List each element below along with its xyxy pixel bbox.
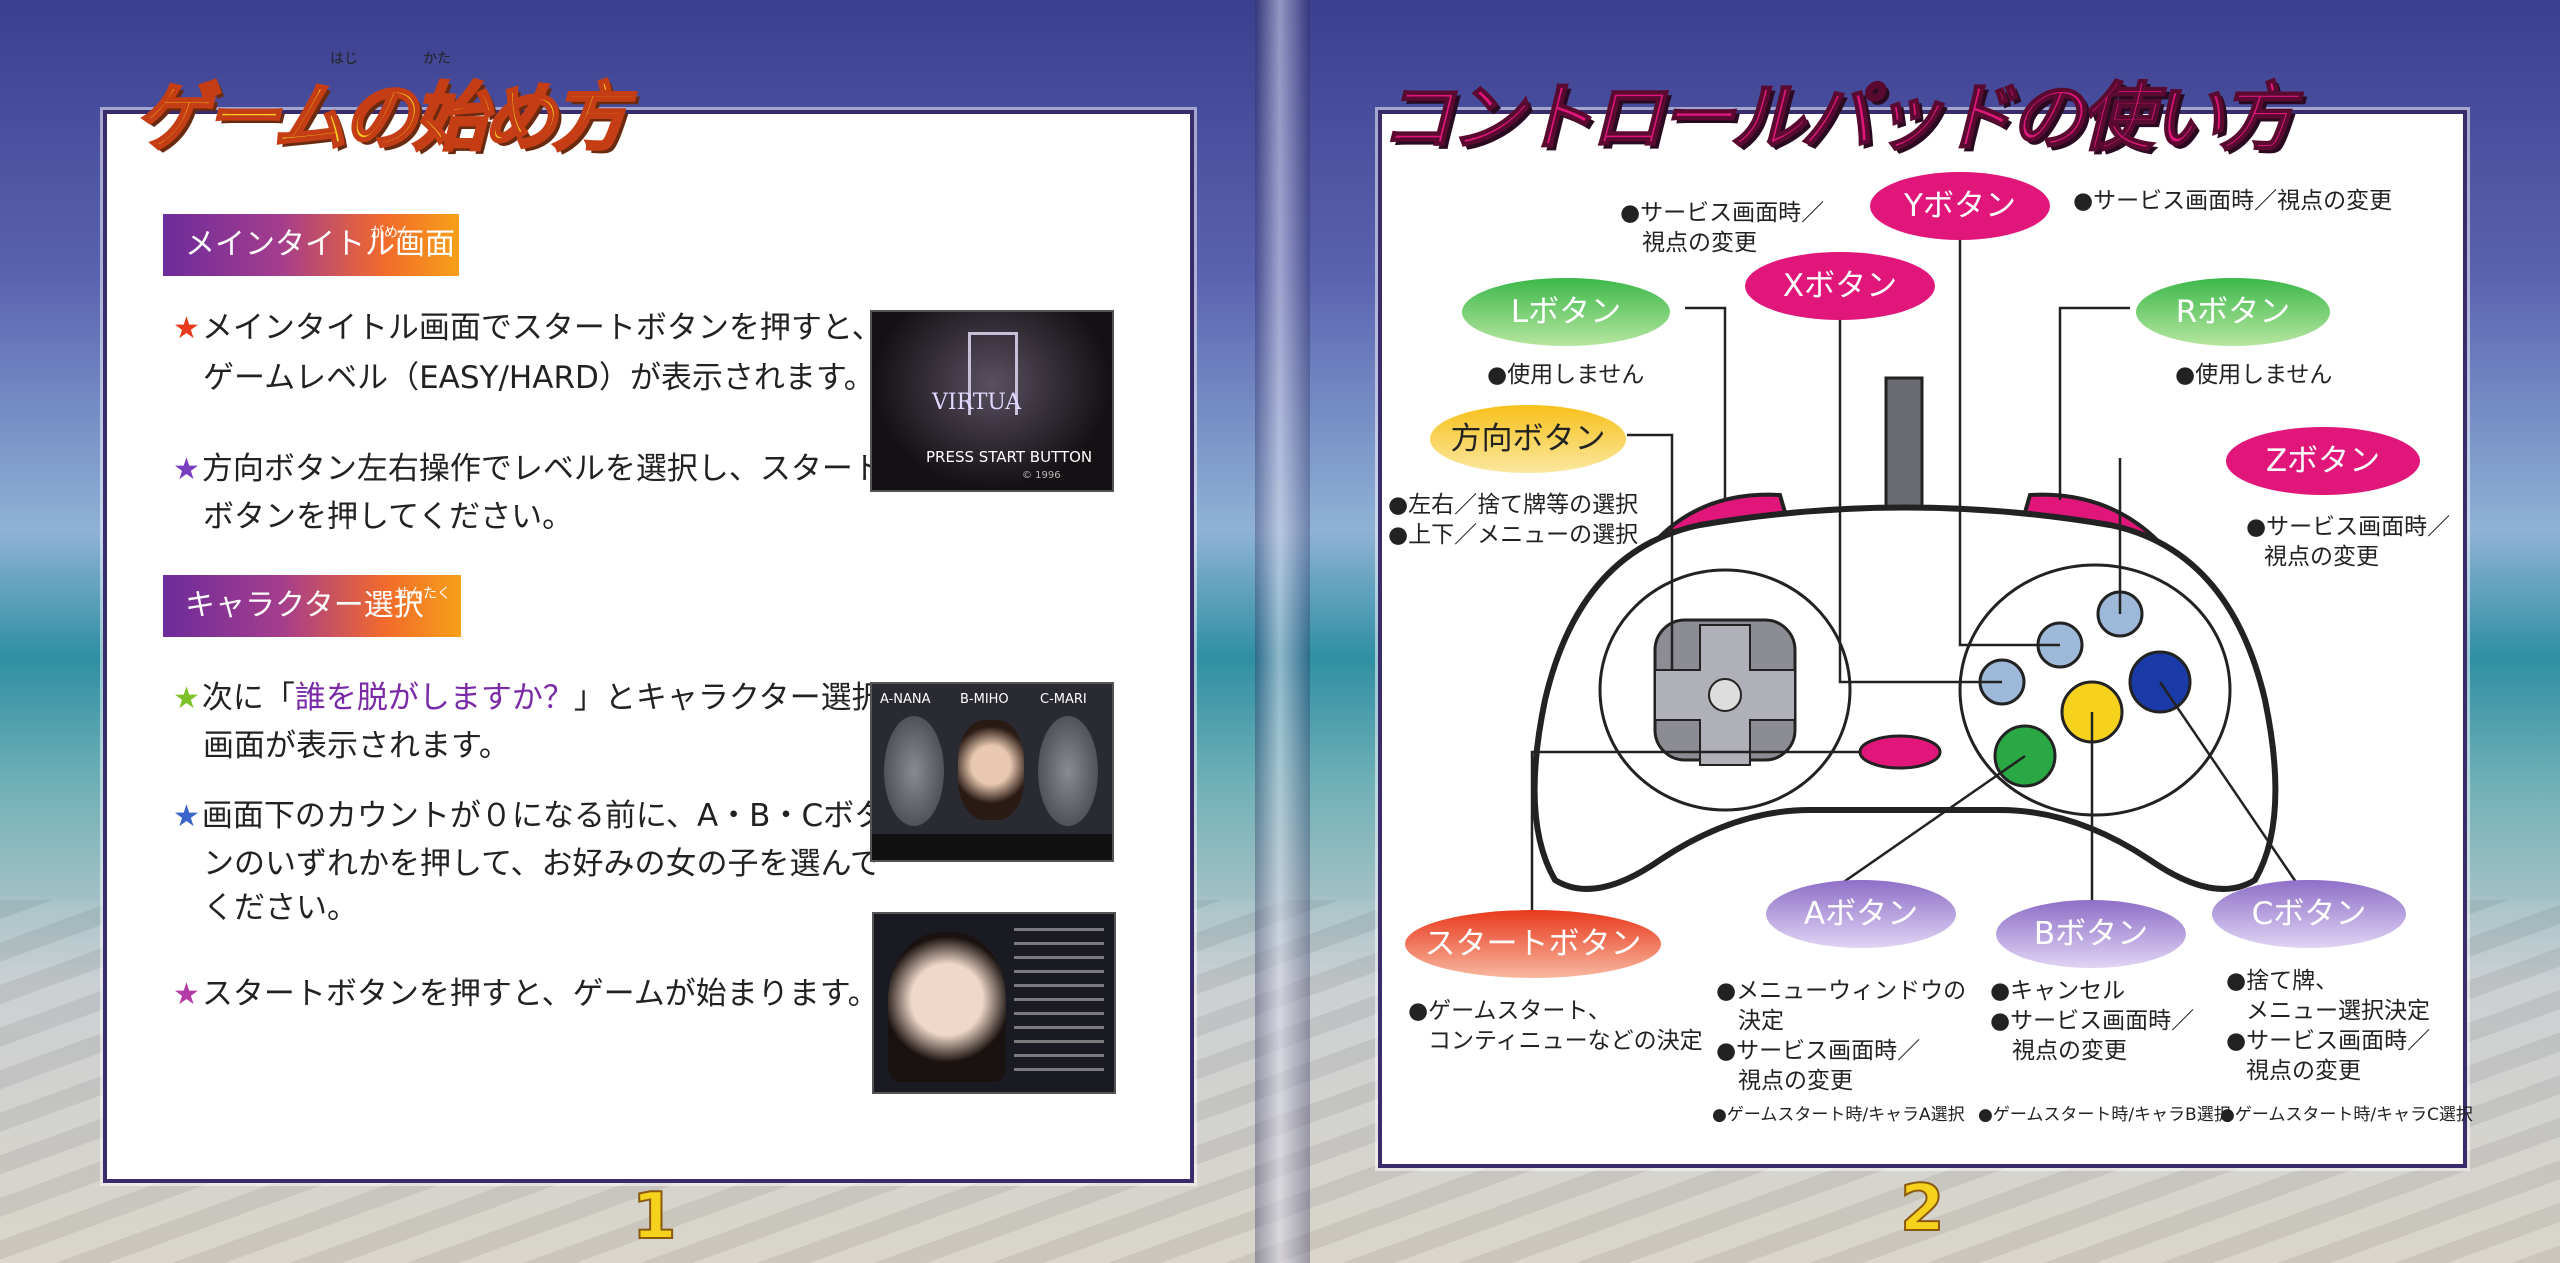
- mirror-frame-c: [1038, 716, 1098, 826]
- note-b: ●キャンセル●サービス画面時／視点の変更: [1990, 978, 2195, 1064]
- controller-body: [1531, 504, 2279, 892]
- note-z: ●サービス画面時／視点の変更: [2246, 514, 2451, 570]
- instruction-line: ンのいずれかを押して、お好みの女の子を選んで: [203, 846, 881, 882]
- label-l-button: Lボタン: [1462, 278, 1670, 346]
- dpad-ring: [1598, 568, 1852, 812]
- button-ring: [1958, 563, 2232, 817]
- title-screen-screenshot: VIRTUA PRESS START BUTTON © 1996: [870, 310, 1114, 492]
- note-l: ●使用しません: [1487, 362, 1645, 388]
- instruction-line: ★メインタイトル画面でスタートボタンを押すと、: [173, 310, 883, 346]
- booklet-crease: [1255, 0, 1310, 1263]
- select-footer-bar: [872, 834, 1112, 860]
- label-b-button: Bボタン: [1996, 900, 2186, 968]
- label-dpad: 方向ボタン: [1430, 405, 1626, 473]
- character-portrait: [958, 720, 1024, 820]
- instruction-line: ★次に「誰を脱がしますか？」とキャラクター選択: [173, 680, 883, 716]
- star-icon: ★: [173, 452, 200, 487]
- instruction-line: ください。: [203, 890, 358, 926]
- label-start-button: スタートボタン: [1405, 910, 1661, 978]
- select-label-c: C-MARI: [1040, 692, 1087, 707]
- section-header-main-title: メインタイトル画面: [163, 214, 459, 276]
- game-logo: VIRTUA: [932, 390, 1022, 415]
- press-start-text: PRESS START BUTTON: [926, 448, 1093, 466]
- note-c: ●捨て牌、メニュー選択決定●サービス画面時／視点の変更: [2226, 968, 2431, 1084]
- label-c-button: Cボタン: [2212, 880, 2406, 948]
- select-label-b: B-MIHO: [960, 692, 1009, 707]
- note-y: ●サービス画面時／視点の変更: [2073, 188, 2393, 214]
- left-page-title: ゲームの始め方: [134, 74, 629, 163]
- right-page-title: コントロールパッドの使い方: [1379, 74, 2295, 162]
- tower-graphic: [968, 332, 1018, 415]
- section-header-character-select: キャラクター選択: [163, 575, 461, 637]
- select-label-a: A-NANA: [880, 692, 931, 707]
- dpad-center: [1708, 678, 1742, 712]
- controller-cable: [1884, 376, 1924, 530]
- note-b-small: ●ゲームスタート時/キャラB選択: [1978, 1105, 2231, 1125]
- note-r: ●使用しません: [2175, 362, 2333, 388]
- star-icon: ★: [173, 977, 200, 1012]
- profile-text-block: [1014, 928, 1104, 1078]
- note-c-small: ●ゲームスタート時/キャラC選択: [2220, 1105, 2473, 1125]
- mirror-frame-a: [884, 716, 944, 826]
- title-ruby: はじ: [330, 51, 358, 67]
- note-dpad: ●左右／捨て牌等の選択●上下／メニューの選択: [1388, 492, 1639, 548]
- header-ruby: がめん: [370, 225, 412, 241]
- copyright-text: © 1996: [1022, 470, 1061, 481]
- label-a-button: Aボタン: [1766, 880, 1956, 948]
- page-number-right: 2: [1899, 1171, 1946, 1247]
- label-z-button: Zボタン: [2226, 427, 2420, 495]
- character-select-screenshot: A-NANA B-MIHO C-MARI: [870, 682, 1114, 862]
- leader-lines: [1530, 240, 2302, 923]
- instruction-line: 画面が表示されます。: [203, 728, 510, 764]
- note-x: ●サービス画面時／視点の変更: [1620, 200, 1825, 256]
- note-a: ●メニューウィンドウの決定●サービス画面時／視点の変更: [1716, 978, 1967, 1094]
- start-button: [1858, 734, 1942, 770]
- title-ruby: かた: [423, 51, 451, 67]
- star-icon: ★: [173, 799, 200, 834]
- note-a-small: ●ゲームスタート時/キャラA選択: [1712, 1105, 1965, 1125]
- instruction-line: ★画面下のカウントが０になる前に、A・B・Cボタ: [173, 798, 886, 834]
- instruction-line: ボタンを押してください。: [203, 499, 574, 535]
- page-number-left: 1: [631, 1179, 678, 1255]
- label-y-button: Yボタン: [1870, 172, 2050, 240]
- label-r-button: Rボタン: [2136, 278, 2330, 346]
- instruction-line: ★方向ボタン左右操作でレベルを選択し、スタート: [173, 451, 884, 487]
- header-ruby: せんたく: [395, 586, 451, 602]
- note-start: ●ゲームスタート、コンティニューなどの決定: [1408, 998, 1703, 1054]
- label-x-button: Xボタン: [1745, 252, 1935, 320]
- instruction-line: ゲームレベル（EASY/HARD）が表示されます。: [203, 360, 875, 396]
- star-icon: ★: [173, 681, 200, 716]
- character-face: [888, 932, 1006, 1082]
- star-icon: ★: [173, 311, 200, 346]
- character-profile-screenshot: [872, 912, 1116, 1094]
- instruction-line: ★スタートボタンを押すと、ゲームが始まります。: [173, 976, 879, 1012]
